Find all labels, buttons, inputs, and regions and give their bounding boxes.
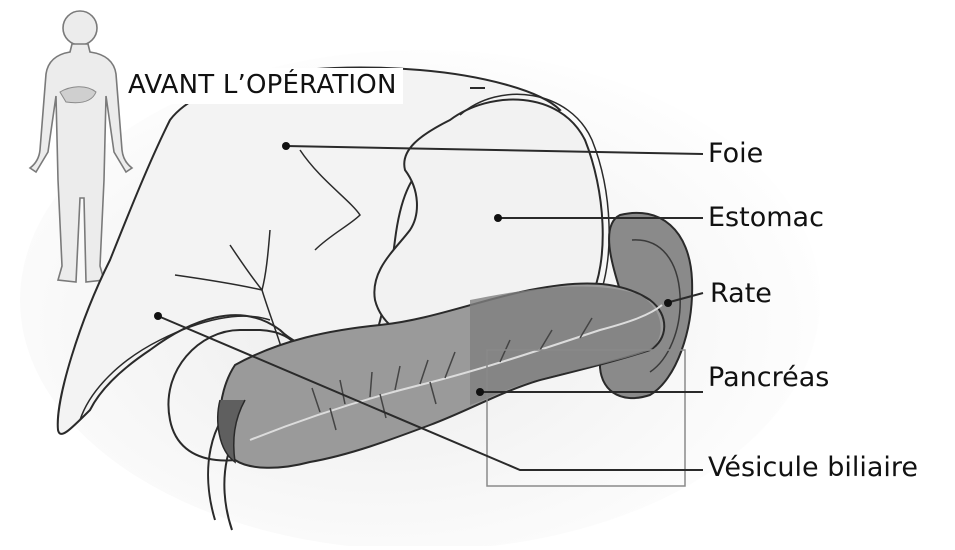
label-vesicule: Vésicule biliaire <box>708 454 918 481</box>
label-pancreas: Pancréas <box>708 364 829 391</box>
label-rate: Rate <box>710 280 772 307</box>
diagram-title: AVANT L’OPÉRATION <box>128 70 397 100</box>
label-foie: Foie <box>708 140 763 167</box>
label-estomac: Estomac <box>708 204 824 231</box>
title-box: AVANT L’OPÉRATION <box>122 68 403 104</box>
